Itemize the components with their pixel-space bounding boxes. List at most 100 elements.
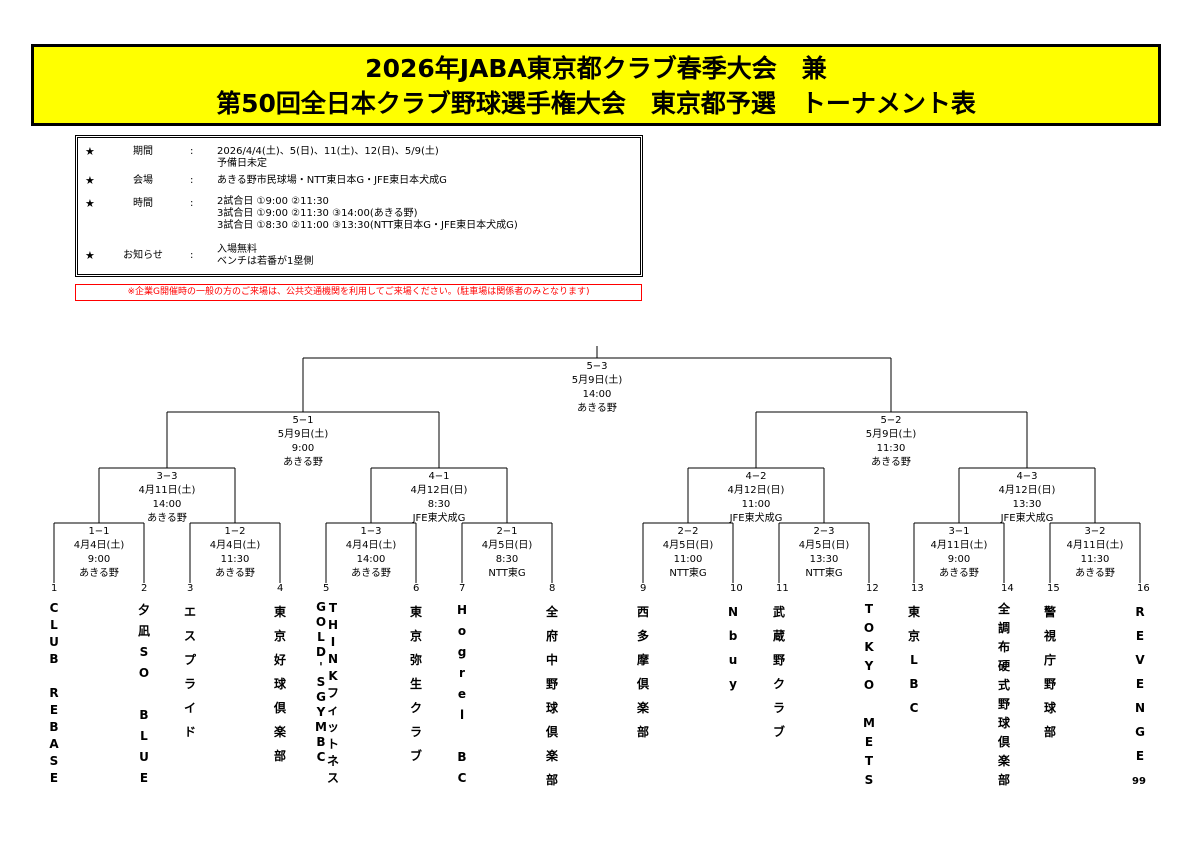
match-date: 4月12日(日) — [998, 485, 1056, 496]
match-id: 4−1 — [428, 471, 450, 482]
match-id: 2−3 — [813, 526, 835, 537]
match-id: 2−1 — [496, 526, 518, 537]
team-name: 警視庁野球部 — [1043, 605, 1056, 739]
match-date: 4月11日(土) — [138, 485, 196, 496]
team-name: 東京弥生クラブ — [409, 605, 422, 763]
team-number: 5 — [323, 583, 330, 594]
info-label: 時間 — [133, 198, 153, 209]
team-name: 全府中野球倶楽部 — [545, 605, 558, 787]
match-id: 4−2 — [745, 471, 767, 482]
match-date: 4月12日(日) — [727, 485, 785, 496]
match-time: 13:30 — [1012, 499, 1042, 510]
match-venue: あきる野 — [351, 568, 391, 579]
match-id: 4−3 — [1016, 471, 1038, 482]
info-colon: : — [190, 250, 194, 261]
info-value: あきる野市民球場・NTT東日本G・JFE東日本犬成G — [217, 175, 447, 186]
info-value: ベンチは若番が1塁側 — [217, 256, 314, 267]
star-icon: ★ — [85, 197, 95, 210]
match-venue: あきる野 — [79, 568, 119, 579]
team-number: 4 — [277, 583, 284, 594]
page-number: 99 — [1132, 776, 1146, 787]
match-time: 13:30 — [809, 554, 839, 565]
match-date: 4月11日(土) — [930, 540, 988, 551]
match-date: 4月4日(土) — [209, 540, 261, 551]
team-number: 10 — [730, 583, 743, 594]
team-number: 12 — [866, 583, 879, 594]
match-venue: NTT東G — [669, 568, 707, 579]
match-date: 4月11日(土) — [1066, 540, 1124, 551]
team-number: 15 — [1047, 583, 1060, 594]
match-time: 14:00 — [582, 389, 612, 400]
match-time: 11:30 — [220, 554, 250, 565]
match-venue: あきる野 — [147, 513, 187, 524]
match-venue: NTT東G — [805, 568, 843, 579]
team-number: 11 — [776, 583, 789, 594]
match-time: 11:00 — [741, 499, 771, 510]
star-icon: ★ — [85, 249, 95, 262]
star-icon: ★ — [85, 174, 95, 187]
title-line-1: 2026年JABA東京都クラブ春季大会 兼 — [365, 54, 827, 83]
match-id: 5−1 — [292, 415, 314, 426]
match-venue: JFE東犬成G — [729, 513, 783, 524]
team-name: 全調布硬式野球倶楽部 — [997, 602, 1010, 787]
match-date: 5月9日(土) — [865, 429, 917, 440]
match-id: 5−2 — [880, 415, 902, 426]
match-venue: あきる野 — [871, 457, 911, 468]
team-number: 13 — [911, 583, 924, 594]
info-value: 3試合日 ①8:30 ②11:00 ③13:30(NTT東日本G・JFE東日本犬… — [217, 220, 518, 231]
team-number: 3 — [187, 583, 194, 594]
match-time: 11:30 — [1080, 554, 1110, 565]
team-number: 1 — [51, 583, 58, 594]
team-number: 6 — [413, 583, 420, 594]
team-number: 16 — [1137, 583, 1150, 594]
info-value: 入場無料 — [217, 244, 257, 255]
match-venue: JFE東犬成G — [412, 513, 466, 524]
match-date: 5月9日(土) — [277, 429, 329, 440]
info-colon: : — [190, 146, 194, 157]
team-number: 14 — [1001, 583, 1014, 594]
match-time: 14:00 — [356, 554, 386, 565]
info-value: 2試合日 ①9:00 ②11:30 — [217, 196, 329, 207]
info-values: あきる野市民球場・NTT東日本G・JFE東日本犬成G — [217, 175, 447, 187]
match-venue: JFE東犬成G — [1000, 513, 1054, 524]
info-panel: ★ 期間 : 2026/4/4(土)、5(日)、11(土)、12(日)、5/9(… — [75, 135, 643, 277]
match-time: 8:30 — [495, 554, 519, 565]
match-venue: あきる野 — [283, 457, 323, 468]
team-number: 2 — [141, 583, 148, 594]
match-venue: あきる野 — [577, 403, 617, 414]
info-values: 2試合日 ①9:00 ②11:30 3試合日 ①9:00 ②11:30 ③14:… — [217, 196, 518, 232]
info-values: 入場無料 ベンチは若番が1塁側 — [217, 244, 313, 268]
team-name: エスプライド — [183, 605, 196, 739]
info-label: お知らせ — [123, 250, 163, 261]
match-venue: あきる野 — [215, 568, 255, 579]
info-label: 会場 — [133, 175, 153, 186]
info-colon: : — [190, 198, 194, 209]
match-venue: あきる野 — [939, 568, 979, 579]
title-banner: 2026年JABA東京都クラブ春季大会 兼 第50回全日本クラブ野球選手権大会 … — [31, 44, 1161, 126]
match-id: 5−3 — [586, 361, 608, 372]
team-number: 8 — [549, 583, 556, 594]
team-name: 武蔵野クラブ — [772, 605, 785, 739]
match-date: 4月5日(日) — [662, 540, 714, 551]
